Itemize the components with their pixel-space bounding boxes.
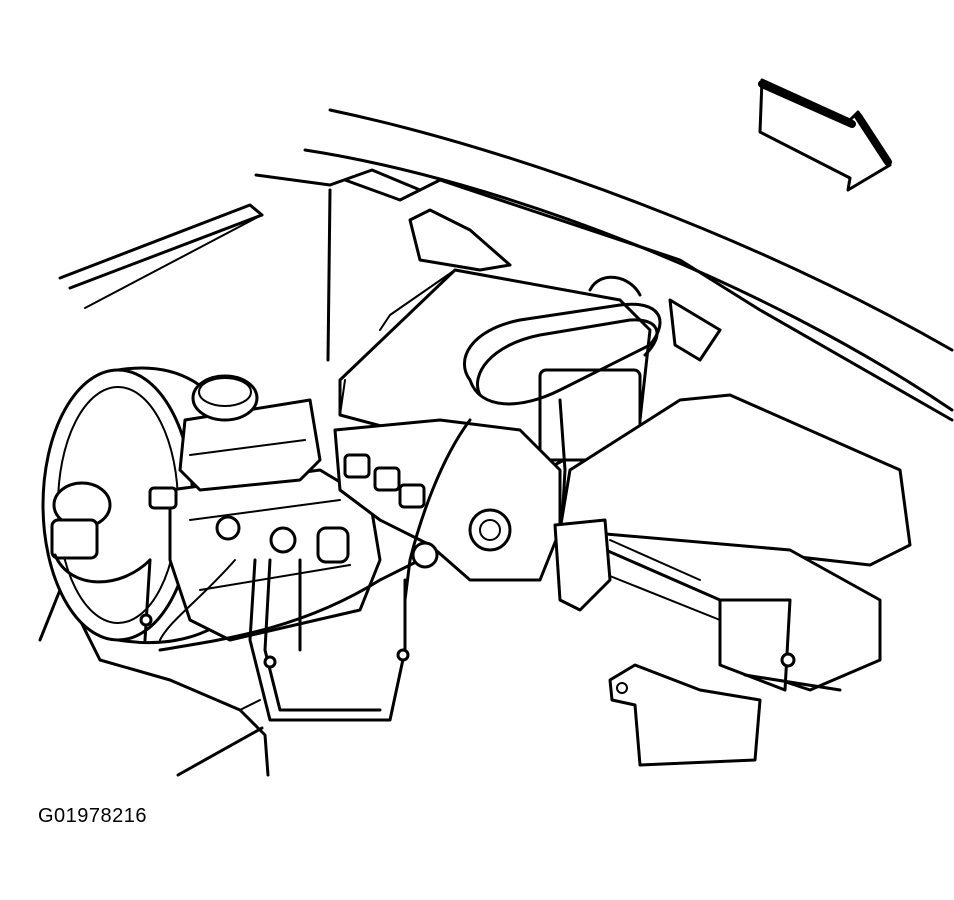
- direction-arrow-icon: [760, 80, 890, 190]
- mounting-bracket: [555, 520, 840, 765]
- abs-modulator: [335, 420, 560, 580]
- firewall-bracket: [410, 210, 720, 360]
- battery: [340, 270, 650, 470]
- brake-line-fittings: [150, 488, 348, 562]
- master-cylinder: [170, 470, 380, 640]
- fender-outline: [60, 110, 952, 420]
- fluid-reservoir: [180, 376, 320, 490]
- brake-lines: [141, 560, 420, 720]
- vacuum-check-valve: [52, 483, 150, 582]
- figure-id-label: G01978216: [38, 805, 148, 827]
